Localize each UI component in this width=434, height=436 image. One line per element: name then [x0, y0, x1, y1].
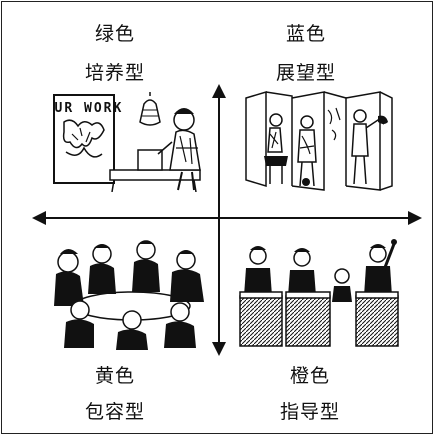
bottom-right-type-label: 指导型	[279, 401, 340, 423]
visionary-illustration	[245, 90, 393, 191]
our-work-sign: OUR WORK	[52, 101, 123, 116]
arrow-right-icon	[408, 211, 422, 225]
arrow-up-icon	[212, 84, 226, 98]
top-right-type-label: 展望型	[275, 62, 336, 84]
bottom-left-color-label: 黄色	[94, 365, 135, 387]
top-left-type-label: 培养型	[84, 62, 145, 84]
top-left-color-label: 绿色	[94, 23, 135, 45]
nurturing-illustration: OUR WORK	[52, 92, 201, 192]
top-right-color-label: 蓝色	[285, 23, 326, 45]
arrow-down-icon	[212, 342, 226, 356]
inclusive-illustration	[54, 240, 204, 350]
directive-illustration	[239, 239, 399, 347]
bottom-right-color-label: 橙色	[289, 365, 330, 387]
bottom-left-type-label: 包容型	[84, 401, 145, 423]
arrow-left-icon	[32, 211, 46, 225]
